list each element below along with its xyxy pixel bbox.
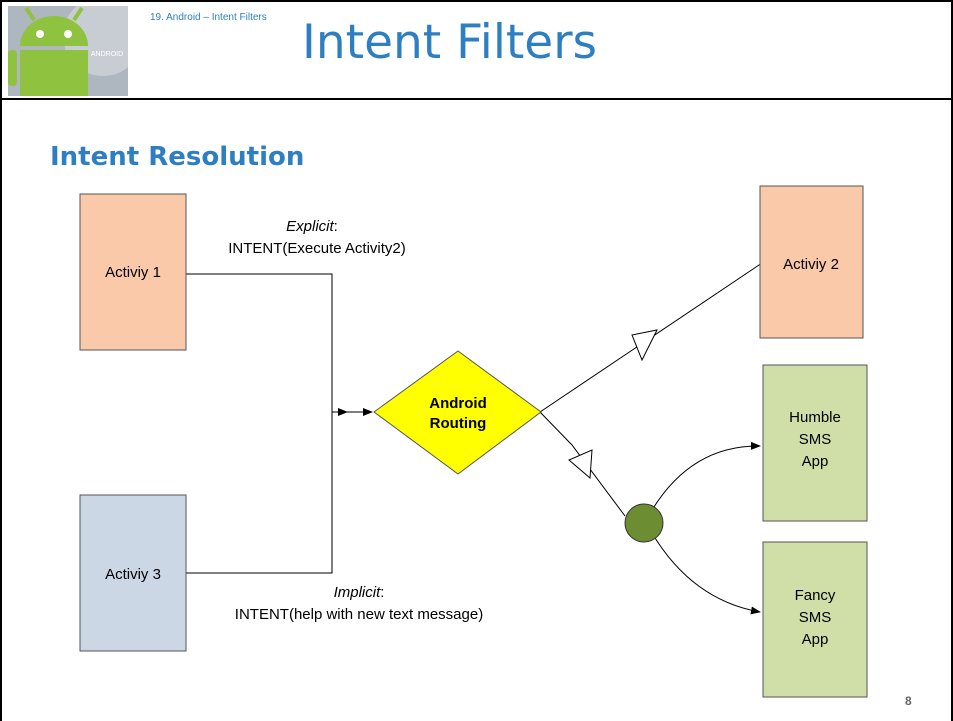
fancy-label-line-2: SMS [799, 609, 832, 626]
routing-label-line-2: Routing [430, 415, 487, 432]
humble-label-line-1: Humble [789, 409, 841, 426]
android-routing-diamond [373, 350, 542, 475]
implicit-word: Implicit [334, 584, 382, 601]
slide-title: Intent Filters [302, 15, 598, 70]
routing-label-line-1: Android [429, 395, 487, 412]
humble-label-line-3: App [802, 453, 829, 470]
humble-sms-app-box [762, 364, 868, 522]
fancy-sms-app-box [762, 541, 868, 698]
section-heading: Intent Resolution [50, 142, 305, 172]
humble-label-line-2: SMS [799, 431, 832, 448]
android-logo-icon: ANDROID [8, 0, 143, 96]
implicit-colon: : [380, 584, 384, 601]
implicit-intent-label: INTENT(help with new text message) [235, 606, 483, 623]
page-number: 8 [905, 694, 912, 708]
explicit-label: Explicit: [286, 218, 338, 235]
implicit-label: Implicit: [334, 584, 385, 601]
open-arrowhead-activity2 [631, 329, 658, 362]
android-logo: ANDROID [8, 0, 143, 96]
explicit-colon: : [334, 218, 338, 235]
explicit-word: Explicit [286, 218, 334, 235]
fancy-label-line-3: App [802, 631, 829, 648]
slide-subtitle: 19. Android – Intent Filters [150, 12, 267, 23]
junction-to-humble-line [651, 441, 761, 511]
activity-3-box [79, 494, 187, 652]
routing-to-junction-line [539, 411, 626, 517]
logo-text: ANDROID [91, 51, 123, 58]
open-arrowhead-junction [568, 449, 593, 480]
activity-1-box [79, 193, 187, 351]
activity-1-label: Activiy 1 [105, 264, 161, 281]
activity-connector-line [186, 273, 333, 574]
junction-circle [624, 503, 664, 543]
activity-3-label: Activiy 3 [105, 566, 161, 583]
header-bar [2, 0, 953, 100]
activity-2-label: Activiy 2 [783, 256, 839, 273]
activity-2-box [759, 185, 864, 339]
junction-to-fancy-line [651, 532, 761, 615]
fancy-label-line-1: Fancy [795, 587, 836, 604]
explicit-intent-label: INTENT(Execute Activity2) [228, 240, 406, 257]
